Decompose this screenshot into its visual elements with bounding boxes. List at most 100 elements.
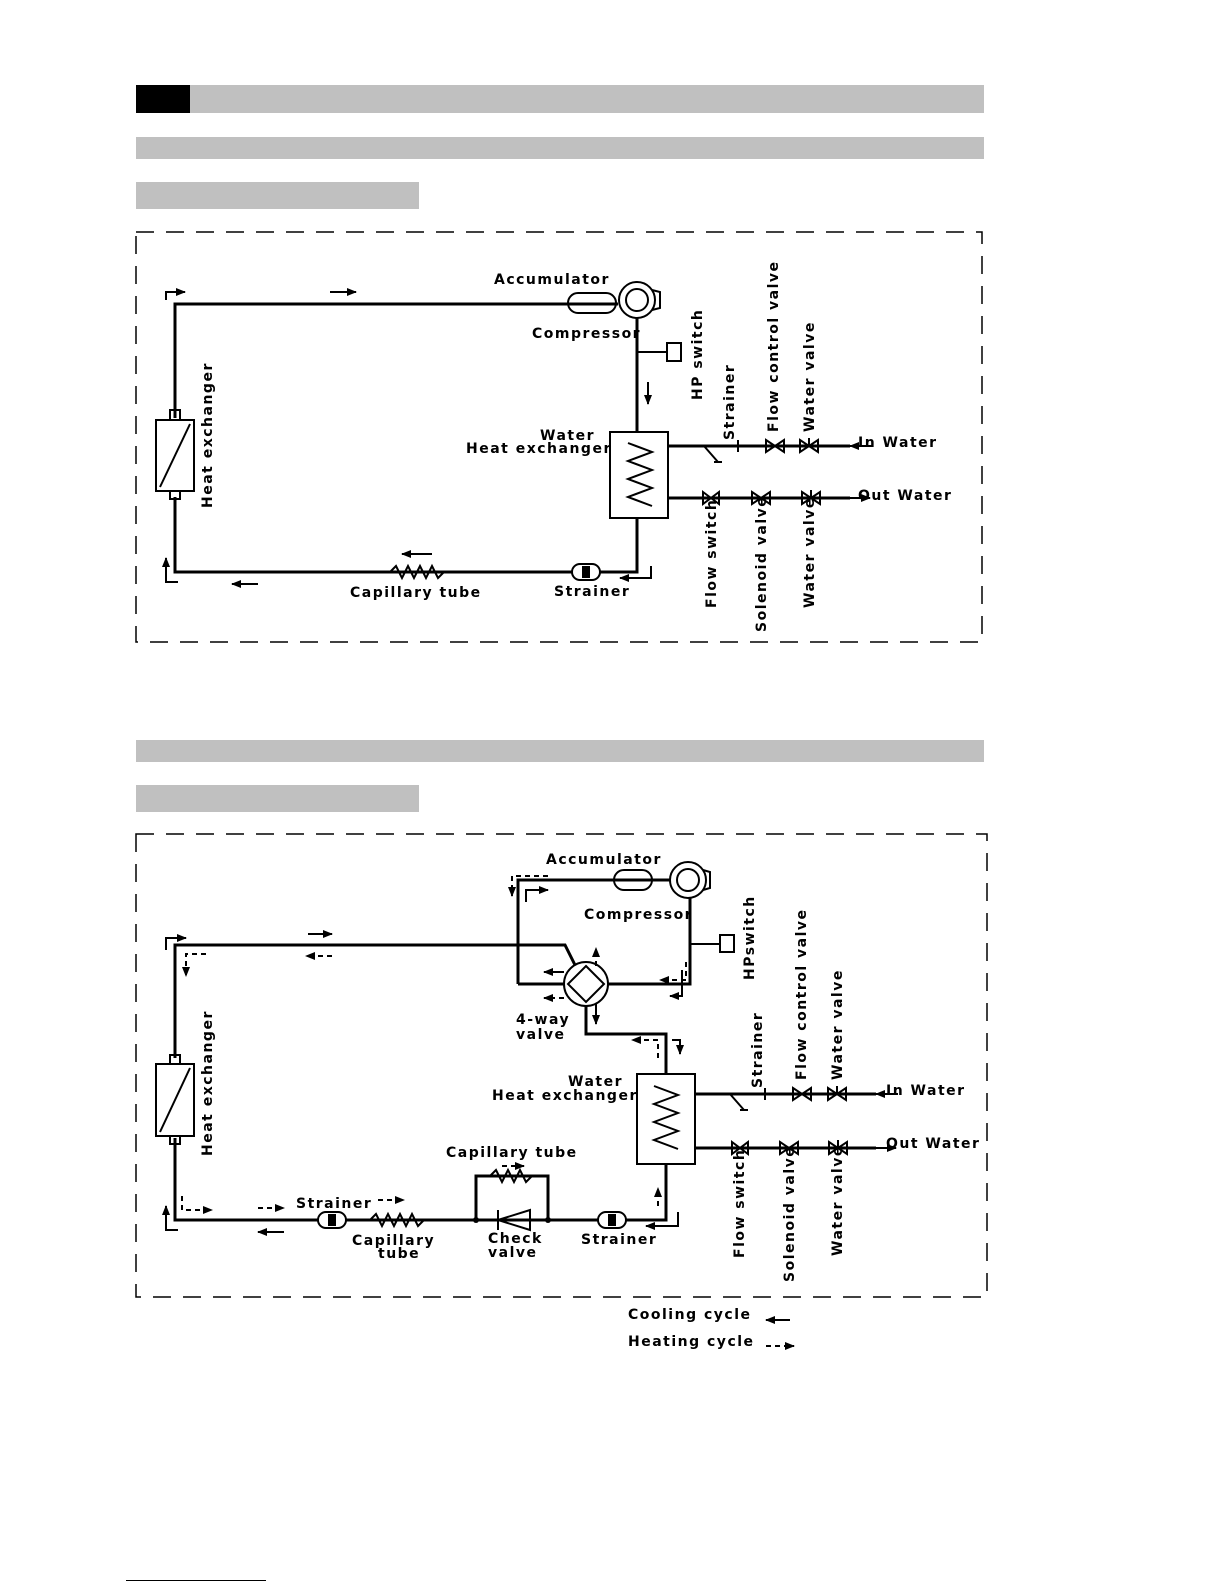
heating-arrow-icon <box>631 1036 659 1058</box>
compressor-label: Compressor <box>584 907 693 923</box>
flow-control-valve-label: Flow control valve <box>766 260 782 432</box>
strainer-left-icon <box>317 1211 347 1229</box>
capillary-bottom-icon <box>369 1211 425 1229</box>
capillary-bottom-label-line1: Capillary <box>352 1233 435 1249</box>
cooling-diagram: Accumulator Compressor HP switch Water H… <box>135 231 983 643</box>
strainer-label: Strainer <box>722 364 738 440</box>
in-water-label: In Water <box>858 435 938 451</box>
water-valve-out-icon <box>801 490 821 506</box>
hp-switch-icon <box>666 342 682 362</box>
flow-switch-label: Flow switch <box>704 499 720 608</box>
subsection-bar-2 <box>136 740 984 762</box>
hp-switch-label: HPswitch <box>742 895 758 980</box>
section-number-block <box>136 85 190 113</box>
strainer-right-label: Strainer <box>581 1232 657 1248</box>
cooling-arrow-icon <box>165 934 187 950</box>
pipe-top <box>173 943 577 1058</box>
water-valve-in-icon <box>799 438 819 454</box>
compressor-icon <box>669 861 711 899</box>
flow-arrow-icon <box>162 557 178 583</box>
cooling-arrow-icon <box>672 1039 684 1055</box>
diagram-title-bar-1 <box>136 182 419 209</box>
compressor-label: Compressor <box>532 326 641 342</box>
water-valve-out-label: Water valve <box>830 1145 846 1256</box>
accumulator-icon <box>613 869 653 891</box>
accumulator-icon <box>567 292 617 314</box>
solenoid-valve-label: Solenoid valve <box>782 1146 798 1282</box>
subsection-bar-1 <box>136 137 984 159</box>
four-way-label-line1: 4-way <box>516 1012 570 1028</box>
heating-arrow-icon <box>181 1196 213 1214</box>
diagram-frame <box>135 833 988 1298</box>
junction-dot <box>473 1217 479 1223</box>
pipe-suction <box>516 878 670 984</box>
footer-line <box>126 1580 266 1581</box>
check-valve-icon <box>494 1208 531 1232</box>
out-water-label: Out Water <box>886 1136 980 1152</box>
y-strainer-icon <box>729 1088 766 1111</box>
capillary-bottom-label-line2: tube <box>378 1246 420 1262</box>
capillary-top-label: Capillary tube <box>446 1145 578 1161</box>
water-valve-out-icon <box>828 1140 848 1156</box>
cooling-arrow-icon <box>645 1212 679 1230</box>
pipe-top <box>173 302 618 418</box>
capillary-top-icon <box>489 1167 533 1185</box>
pipe-discharge <box>608 898 692 986</box>
four-way-label-line2: valve <box>516 1027 566 1043</box>
flow-switch-icon <box>731 1140 749 1156</box>
check-valve-label-line1: Check <box>488 1231 543 1247</box>
flow-switch-icon <box>702 490 720 506</box>
flow-switch-label: Flow switch <box>732 1149 748 1258</box>
accumulator-label: Accumulator <box>494 272 610 288</box>
water-hx-label-line2: Heat exchanger <box>466 441 612 457</box>
heatpump-diagram: Accumulator Compressor HPswitch 4-way va… <box>135 833 988 1350</box>
solenoid-valve-icon <box>751 490 771 506</box>
flow-arrow-icon <box>165 288 186 300</box>
heat-exchanger-label: Heat exchanger <box>200 362 216 508</box>
flow-control-valve-label: Flow control valve <box>794 908 810 1080</box>
pipe-bottom <box>173 497 639 574</box>
water-valve-in-label: Water valve <box>802 321 818 432</box>
diagram-frame <box>135 231 983 643</box>
flow-control-valve-icon <box>792 1086 812 1102</box>
strainer-label: Strainer <box>750 1012 766 1088</box>
strainer-left-label: Strainer <box>296 1196 372 1212</box>
legend-cooling-label: Cooling cycle <box>628 1307 752 1323</box>
heat-exchanger-label: Heat exchanger <box>200 1010 216 1156</box>
y-strainer-icon <box>703 440 739 463</box>
flow-control-valve-icon <box>765 438 785 454</box>
water-valve-in-icon <box>827 1086 847 1102</box>
heating-arrow-icon <box>182 953 206 977</box>
legend-heating-label: Heating cycle <box>628 1334 755 1350</box>
accumulator-label: Accumulator <box>546 852 662 868</box>
pipe-bottom <box>173 1138 668 1222</box>
section-title-bar <box>190 85 984 113</box>
junction-dot <box>545 1217 551 1223</box>
water-hx-label-line1: Water <box>540 428 595 444</box>
hp-switch-label: HP switch <box>690 309 706 400</box>
heating-arrow-icon <box>659 962 687 984</box>
four-way-valve-icon <box>563 961 609 1007</box>
water-heat-exchanger-icon <box>636 1073 696 1165</box>
heat-exchanger-icon <box>155 409 195 500</box>
diagram-title-bar-2 <box>136 785 419 812</box>
heat-exchanger-icon <box>155 1054 195 1145</box>
hp-switch-icon <box>719 934 735 953</box>
pipe-4way-down <box>584 1006 668 1074</box>
cooling-arrow-icon <box>162 1205 178 1231</box>
strainer-icon <box>571 563 601 581</box>
cooling-arrow-icon <box>525 886 549 902</box>
pipe-bypass <box>474 1174 550 1220</box>
cooling-arrow-icon <box>669 970 683 1000</box>
solenoid-valve-icon <box>779 1140 799 1156</box>
in-water-label: In Water <box>886 1083 966 1099</box>
compressor-icon <box>618 281 661 319</box>
flow-arrow-icon <box>619 566 652 582</box>
strainer-right-icon <box>597 1211 627 1229</box>
check-valve-label-line2: valve <box>488 1245 538 1261</box>
water-heat-exchanger-icon <box>609 431 669 519</box>
water-valve-in-label: Water valve <box>830 969 846 1080</box>
water-hx-label-line2: Heat exchanger <box>492 1088 638 1104</box>
out-water-label: Out Water <box>858 488 952 504</box>
strainer-ref-label: Strainer <box>554 584 630 600</box>
